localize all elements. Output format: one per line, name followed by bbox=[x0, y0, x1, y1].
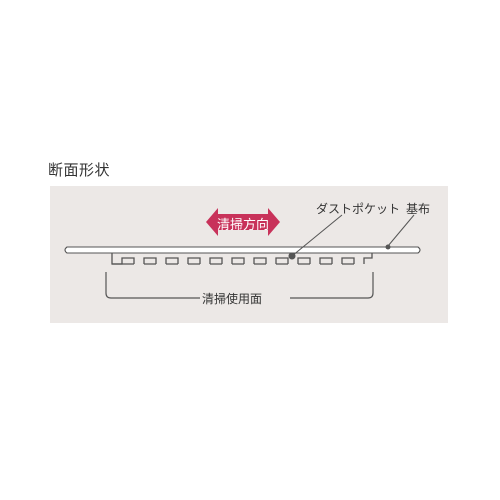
cross-section-panel: 清掃方向 ダストポケット 基布 清掃使用面 bbox=[50, 186, 448, 323]
cleaning-direction-label: 清掃方向 bbox=[216, 218, 269, 233]
base-cloth-line bbox=[64, 246, 421, 254]
dust-pocket-leader bbox=[291, 214, 343, 257]
cleaning-surface-bracket bbox=[105, 272, 374, 299]
base-cloth-label: 基布 bbox=[406, 202, 431, 216]
double-arrow-icon bbox=[206, 208, 280, 236]
cleaning-surface-label: 清掃使用面 bbox=[202, 292, 263, 306]
section-title: 断面形状 bbox=[48, 161, 111, 179]
base-cloth-leader bbox=[387, 214, 415, 247]
cross-section-diagram bbox=[64, 208, 421, 299]
pile-profile bbox=[111, 253, 373, 265]
base-cloth-marker bbox=[385, 244, 391, 250]
dust-pocket-label: ダストポケット bbox=[316, 202, 401, 216]
dust-pocket-marker bbox=[288, 252, 296, 260]
